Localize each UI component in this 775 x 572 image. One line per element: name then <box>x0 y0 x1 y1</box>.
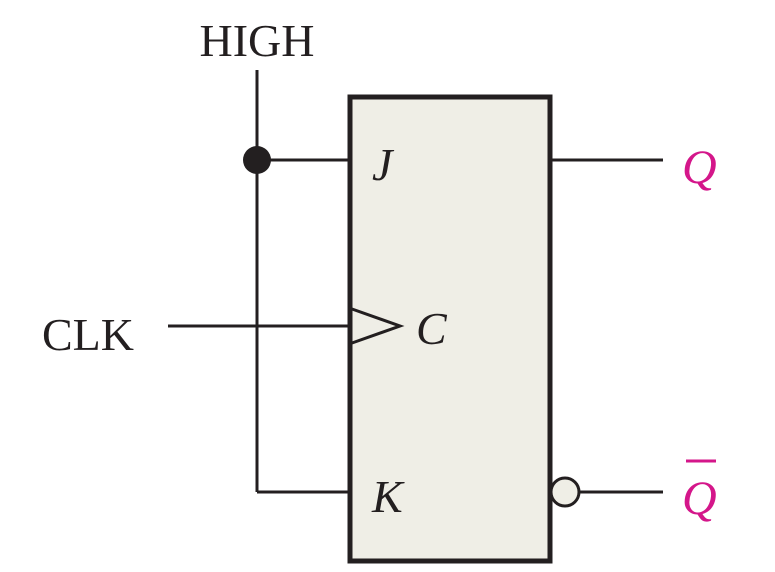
clock-indicator-icon <box>351 307 405 345</box>
q-output-label: Q <box>682 141 717 194</box>
junction-dot <box>243 146 271 174</box>
flip-flop-body <box>347 94 553 564</box>
clk-label: CLK <box>42 309 134 360</box>
q-bar-output-label: Q <box>682 472 717 525</box>
inversion-bubble-icon <box>549 476 581 508</box>
high-label: HIGH <box>200 15 315 66</box>
pin-k-label: K <box>371 471 405 522</box>
pin-c-label: C <box>416 303 448 354</box>
pin-j-label: J <box>372 139 395 190</box>
